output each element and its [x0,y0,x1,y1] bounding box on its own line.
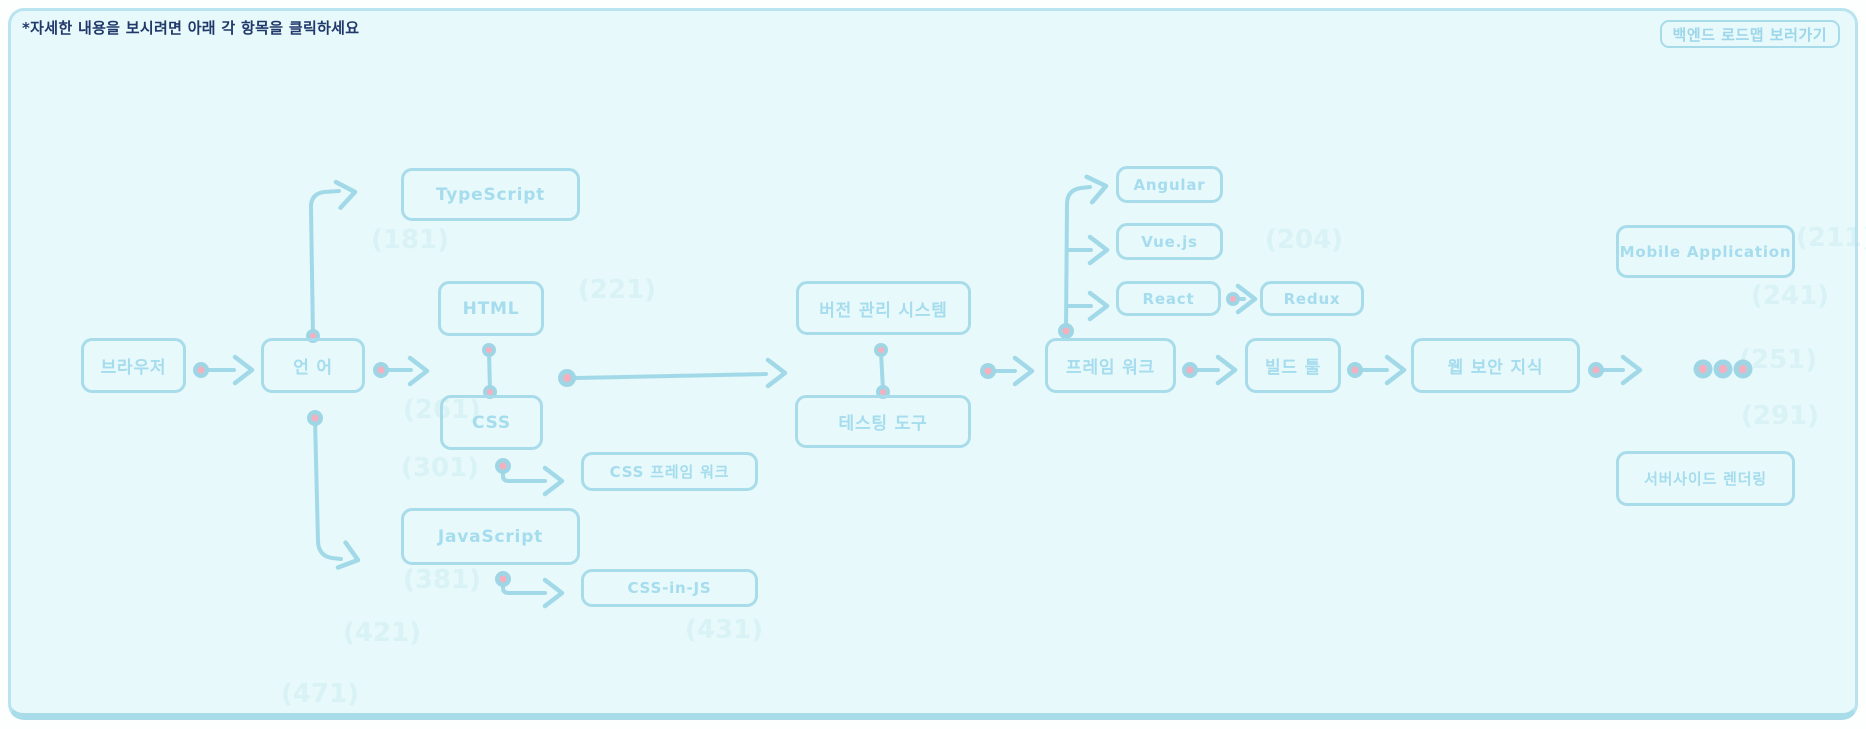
ghost-label: (241) [1751,281,1830,311]
node-browser[interactable]: 브라우저 [81,338,186,393]
ghost-label: (261) [403,395,482,425]
node-css-framework[interactable]: CSS 프레임 워크 [581,452,758,491]
node-version-control-system[interactable]: 버전 관리 시스템 [796,281,971,335]
node-vuejs[interactable]: Vue.js [1116,223,1223,260]
node-typescript[interactable]: TypeScript [401,168,580,221]
node-angular[interactable]: Angular [1116,166,1223,203]
ghost-label: (291) [1741,401,1820,431]
node-testing-tools[interactable]: 테스팅 도구 [795,395,971,448]
instruction-text: *자세한 내용을 보시려면 아래 각 항목을 클릭하세요 [22,19,360,37]
ghost-label: (251) [1739,345,1818,375]
node-react[interactable]: React [1116,281,1221,316]
ghost-label: (204) [1265,225,1344,255]
node-language[interactable]: 언 어 [261,338,365,393]
ghost-label: (421) [343,618,422,648]
ghost-label: (181) [371,225,450,255]
ghost-text-layer: (181) (221) (261) (301) (381) (421) (431) (204)… [11,11,1866,713]
ghost-label: (211) [1796,223,1866,253]
ghost-label: (221) [578,275,657,305]
node-build-tools[interactable]: 빌드 툴 [1245,338,1341,393]
node-css-in-js[interactable]: CSS-in-JS [581,569,758,607]
roadmap-canvas: *자세한 내용을 보시려면 아래 각 항목을 클릭하세요 백엔드 로드맵 보러가… [8,8,1866,720]
node-javascript[interactable]: JavaScript [401,508,580,565]
backend-roadmap-button[interactable]: 백엔드 로드맵 보러가기 [1659,20,1840,48]
ghost-label: (471) [281,679,360,709]
ghost-label: (381) [403,565,482,595]
node-css[interactable]: CSS [440,395,543,450]
node-server-side-rendering[interactable]: 서버사이드 렌더링 [1616,451,1795,506]
node-redux[interactable]: Redux [1260,281,1364,316]
node-html[interactable]: HTML [438,281,544,336]
node-mobile-application[interactable]: Mobile Application [1616,225,1795,278]
node-framework[interactable]: 프레임 워크 [1045,338,1176,393]
node-web-security[interactable]: 웹 보안 지식 [1411,338,1580,393]
ghost-label: (301) [401,453,480,483]
ghost-label: (431) [685,615,764,645]
